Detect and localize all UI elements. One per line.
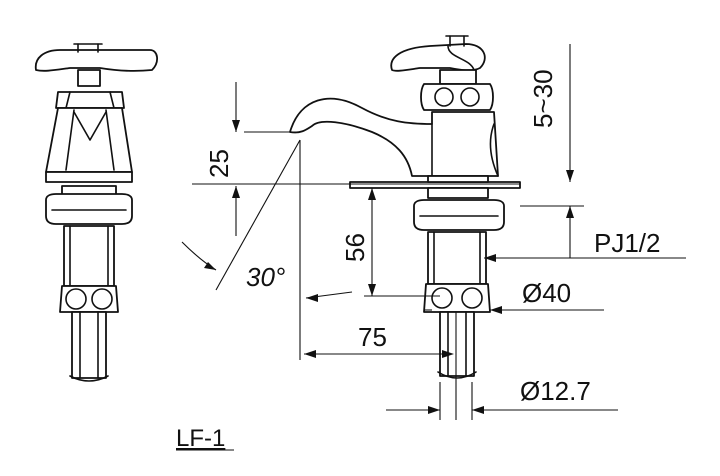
side-handle — [34, 49, 158, 72]
front-cap-nut — [420, 83, 494, 111]
front-view — [289, 35, 521, 379]
side-cap-nut — [55, 91, 125, 109]
front-spout — [289, 97, 499, 177]
front-hex-nut — [423, 283, 491, 313]
side-body — [45, 107, 133, 173]
side-view — [34, 43, 158, 382]
front-flange — [413, 199, 505, 231]
front-pipe — [439, 311, 475, 377]
dim-pipe-diameter: Ø12.7 — [520, 376, 591, 406]
dim-spout-angle: 30° — [246, 262, 285, 292]
side-shank — [63, 225, 115, 287]
dim-base-diameter: Ø40 — [522, 278, 571, 308]
side-hex-nut — [59, 285, 119, 313]
dim-thread: PJ1/2 — [594, 228, 661, 258]
front-handle — [390, 43, 486, 72]
side-flange — [45, 193, 133, 225]
front-shank — [427, 231, 487, 285]
dim-reach: 75 — [358, 322, 387, 352]
side-pipe — [71, 311, 107, 379]
dim-mount-height: 56 — [340, 233, 370, 262]
model-label: LF-1 — [176, 425, 225, 452]
dimension-lines — [181, 44, 686, 420]
dim-adjust-range: 5~30 — [528, 69, 558, 128]
dim-spout-height: 25 — [204, 149, 234, 178]
dimension-labels: 5~30 25 56 PJ1/2 Ø40 75 Ø12.7 30° LF-1 — [176, 69, 661, 452]
